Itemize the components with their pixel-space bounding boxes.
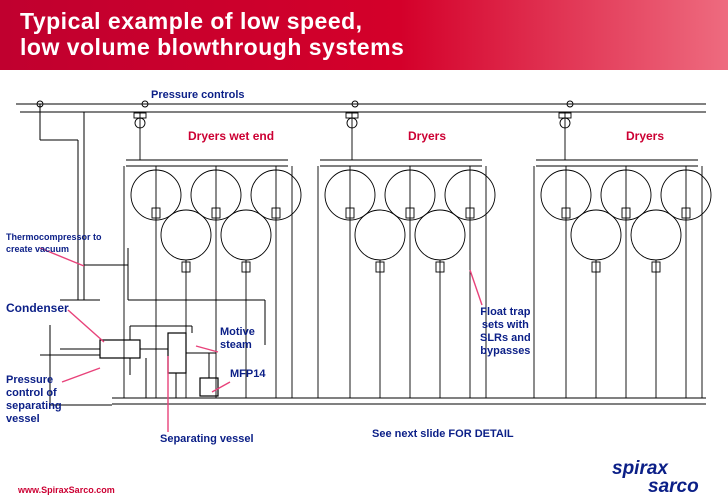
title-bar <box>0 0 728 70</box>
float-trap-line-2: sets with <box>481 319 529 331</box>
branch-valve-icon <box>141 100 149 108</box>
pressure-control-line-3: separating <box>6 400 62 412</box>
dryer-cylinder <box>160 209 212 261</box>
float-trap-line-4: bypasses <box>480 345 531 357</box>
dryers-label-3: Dryers <box>626 129 665 143</box>
condenser-label: Condenser <box>6 301 69 315</box>
dryer-cylinder <box>570 209 622 261</box>
float-trap-icon <box>211 207 221 219</box>
float-trap-icon <box>345 207 355 219</box>
motive-steam-line-1: Motive <box>220 326 255 338</box>
valve-actuator-icon <box>133 112 147 119</box>
float-trap-icon <box>405 207 415 219</box>
logo-bottom-word: sarco <box>648 476 699 497</box>
separating-vessel-label: Separating vessel <box>160 433 254 445</box>
pressure-controls-label: Pressure controls <box>151 89 245 101</box>
float-trap-label: Float trap sets with SLRs and bypasses <box>480 306 531 358</box>
valve-actuator-icon <box>558 112 572 119</box>
thermocompressor-label: Thermocompressor to create vacuum <box>6 231 102 255</box>
motive-steam-label: Motive steam <box>220 326 255 352</box>
float-trap-icon <box>435 261 445 273</box>
float-trap-line-3: SLRs and <box>480 332 531 344</box>
float-trap-icon <box>561 207 571 219</box>
dryer-cylinder <box>630 209 682 261</box>
thermocompressor-line-2: create vacuum <box>6 244 70 254</box>
pressure-control-line-4: vessel <box>6 413 40 425</box>
float-trap-icon <box>375 261 385 273</box>
float-trap-icon <box>181 261 191 273</box>
mfp14-label: MFP14 <box>230 368 266 380</box>
dryers-wet-end-label: Dryers wet end <box>188 129 275 143</box>
spirax-sarco-logo: spirax sarco <box>612 458 720 500</box>
title-line-1: Typical example of low speed, <box>20 8 363 34</box>
page-title: Typical example of low speed, low volume… <box>20 8 404 60</box>
dryer-cylinder <box>354 209 406 261</box>
website-link[interactable]: www.SpiraxSarco.com <box>18 485 115 495</box>
valve-actuator-icon <box>345 112 359 119</box>
branch-valve-icon <box>351 100 359 108</box>
pressure-control-line-2: control of <box>6 387 57 399</box>
motive-steam-line-2: steam <box>220 339 252 351</box>
dryers-label-2: Dryers <box>408 129 447 143</box>
float-trap-icon <box>271 207 281 219</box>
float-trap-line-1: Float trap <box>480 306 531 318</box>
see-next-slide-label: See next slide FOR DETAIL <box>372 428 514 440</box>
title-line-2: low volume blowthrough systems <box>20 34 405 60</box>
pressure-control-label: Pressure control of separating vessel <box>6 374 62 426</box>
branch-valve-icon <box>566 100 574 108</box>
float-trap-icon <box>621 207 631 219</box>
logo-top-word: spirax <box>612 458 668 479</box>
dryer-cylinder <box>220 209 272 261</box>
branch-valve-icon <box>36 100 44 108</box>
float-trap-icon <box>591 261 601 273</box>
thermocompressor-line-1: Thermocompressor to <box>6 232 102 242</box>
float-trap-icon <box>651 261 661 273</box>
float-trap-icon <box>151 207 161 219</box>
float-trap-icon <box>681 207 691 219</box>
float-trap-icon <box>465 207 475 219</box>
dryer-cylinder <box>414 209 466 261</box>
pressure-control-line-1: Pressure <box>6 374 54 386</box>
float-trap-icon <box>241 261 251 273</box>
